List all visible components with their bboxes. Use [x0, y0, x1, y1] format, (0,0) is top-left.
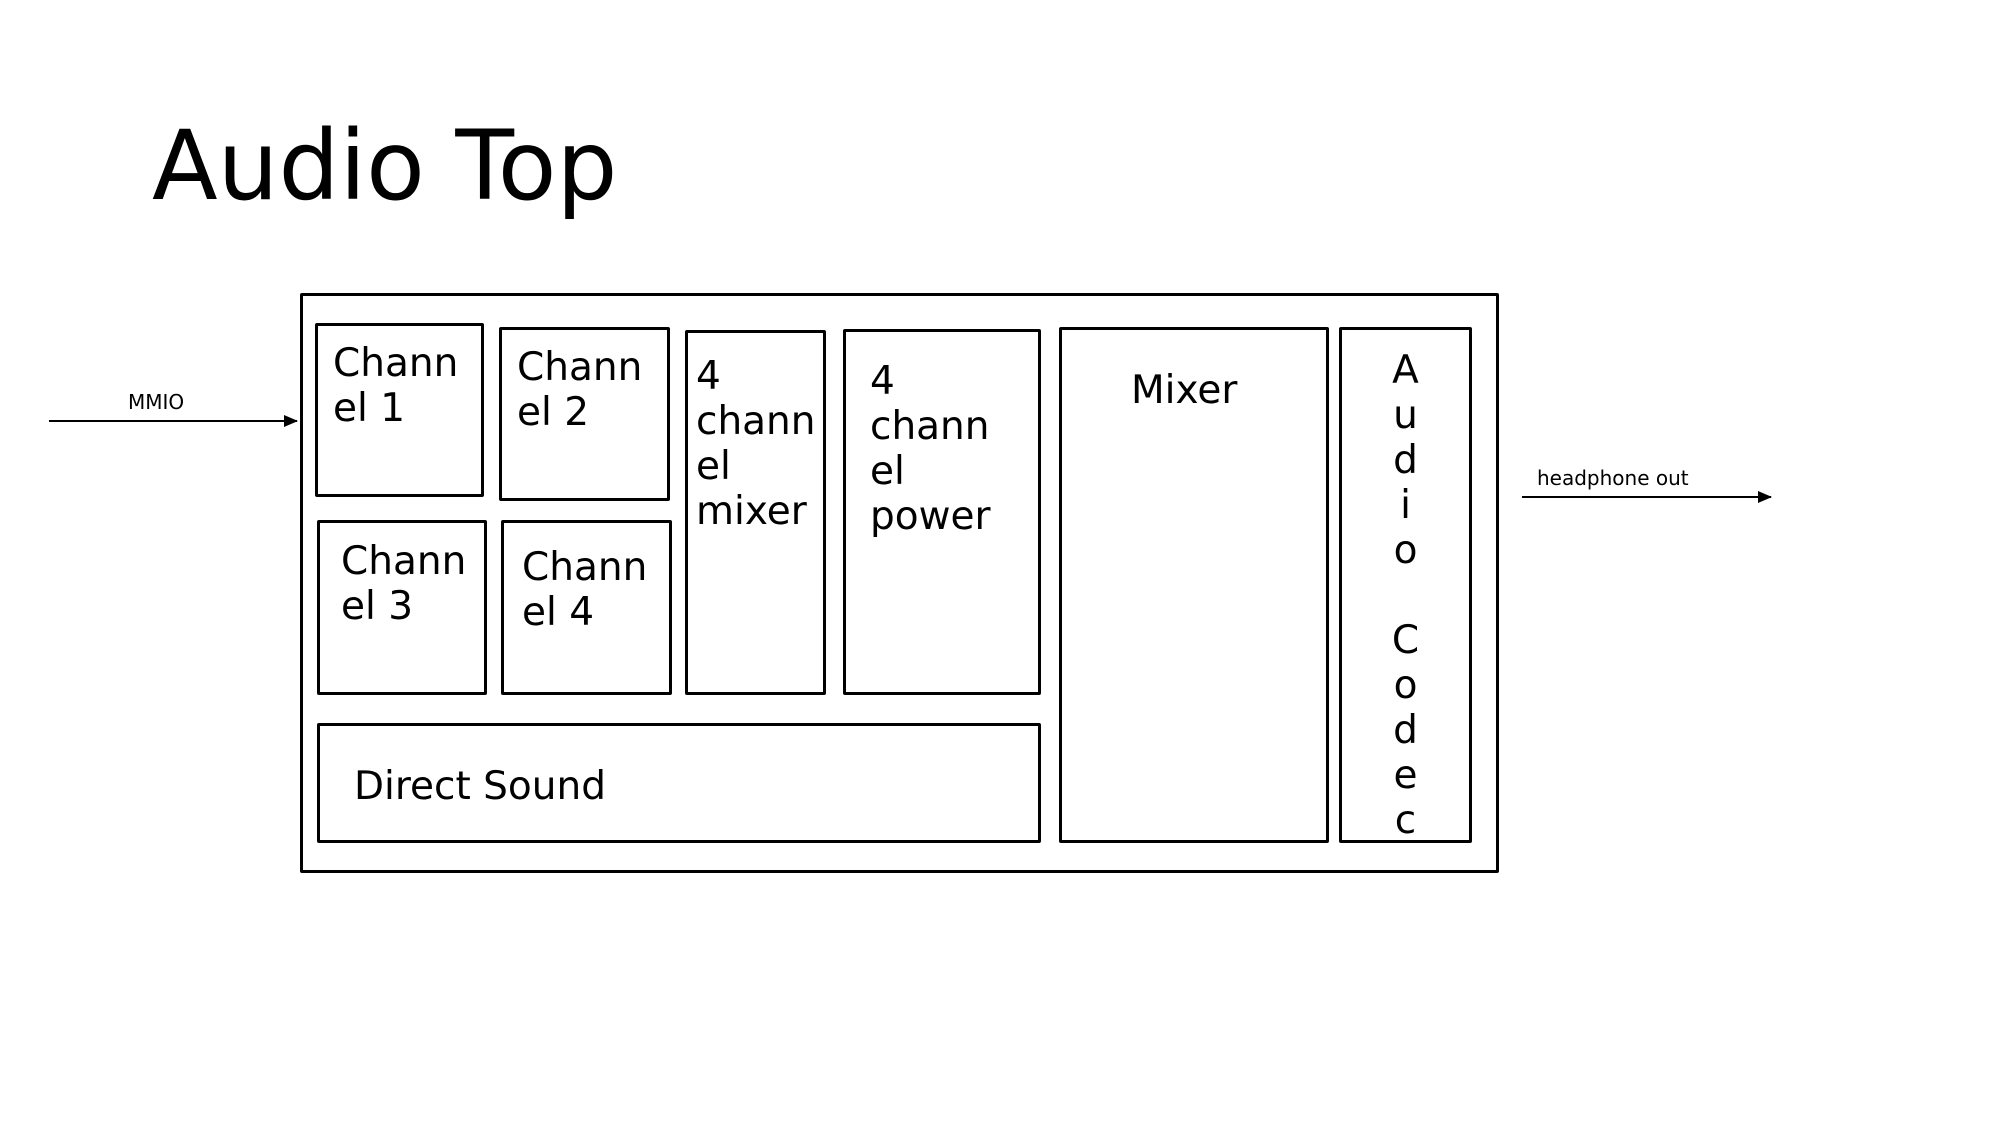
headphone-out-label: headphone out [1537, 466, 1689, 490]
direct-sound-label: Direct Sound [354, 764, 606, 809]
audio-codec-label: A u d i o C o d e c [1391, 348, 1420, 843]
audio-codec-block: A u d i o C o d e c [1339, 327, 1472, 843]
channel-1-label: Chann el 1 [333, 341, 459, 431]
channel-3-label: Chann el 3 [341, 539, 467, 629]
mixer-label: Mixer [1131, 368, 1238, 413]
direct-sound-block: Direct Sound [317, 723, 1041, 843]
channel-3-block: Chann el 3 [317, 520, 487, 695]
channel-4-block: Chann el 4 [501, 520, 672, 695]
mixer-block: Mixer [1059, 327, 1329, 843]
channel-2-block: Chann el 2 [499, 327, 670, 501]
channel-mixer-label: 4 chann el mixer [696, 354, 816, 534]
channel-1-block: Chann el 1 [315, 323, 484, 497]
channel-power-block: 4 chann el power [843, 329, 1041, 695]
channel-4-label: Chann el 4 [522, 545, 648, 635]
channel-2-label: Chann el 2 [517, 345, 643, 435]
channel-mixer-block: 4 chann el mixer [685, 330, 826, 695]
mmio-label: MMIO [128, 390, 185, 414]
channel-power-label: 4 chann el power [870, 359, 991, 539]
page-title: Audio Top [152, 110, 618, 222]
